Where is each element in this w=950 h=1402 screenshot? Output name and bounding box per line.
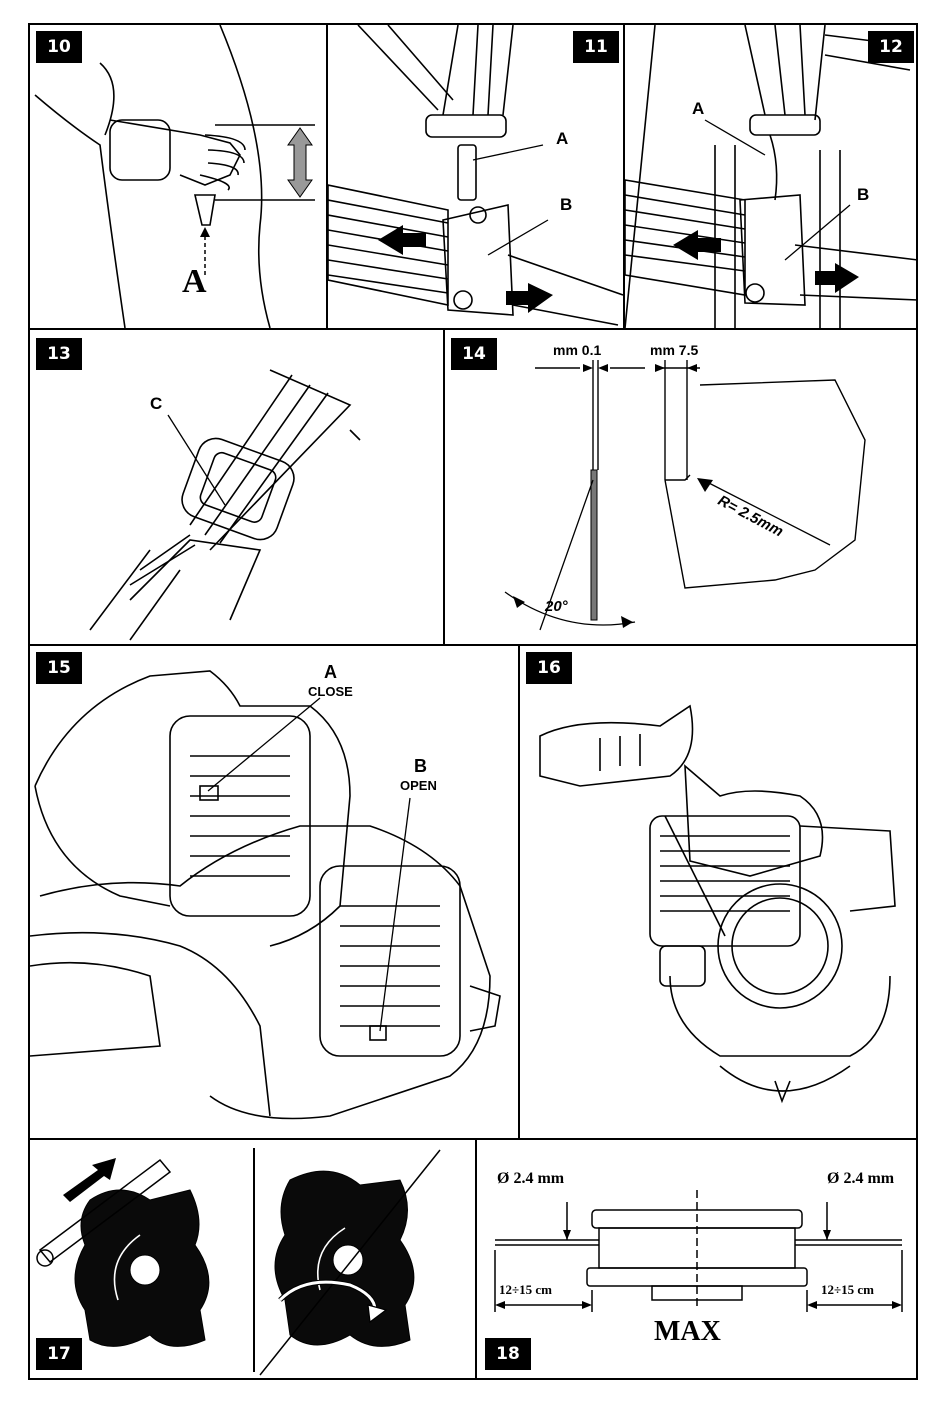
panel-11: 11 A B — [328, 25, 623, 328]
blade-sharpening-illustration — [30, 1140, 475, 1380]
label-c: C — [150, 394, 162, 414]
chain-sharpening-dimension-drawing — [445, 330, 918, 644]
line-diameter-right: Ø 2.4 mm — [827, 1170, 894, 1188]
label-a: A — [556, 129, 568, 149]
panel-number-18: 18 — [485, 1338, 531, 1370]
panel-number-12: 12 — [868, 31, 914, 63]
strap-buckle-illustration — [30, 330, 443, 644]
angle-label: 20° — [545, 598, 568, 615]
label-a: A — [324, 662, 337, 683]
engine-air-lever-illustration — [30, 646, 518, 1138]
panel-16: 16 — [520, 646, 918, 1138]
line-length-right: 12÷15 cm — [821, 1282, 874, 1298]
panel-15: 15 A CLOSE B OPEN — [30, 646, 518, 1138]
panel-13: 13 C — [30, 330, 443, 644]
panel-number-15: 15 — [36, 652, 82, 684]
max-label: MAX — [654, 1316, 721, 1348]
label-b: B — [560, 195, 572, 215]
dimension-depth: mm 7.5 — [650, 342, 698, 358]
label-a: A — [182, 263, 207, 301]
line-diameter-left: Ø 2.4 mm — [497, 1170, 564, 1188]
panel-12: 12 A B — [625, 25, 918, 328]
panel-10: 10 A — [30, 25, 326, 328]
label-close: CLOSE — [308, 684, 353, 699]
label-a: A — [692, 99, 704, 119]
panel-18: 18 Ø 2.4 mm Ø 2.4 mm 12÷15 cm — [477, 1140, 918, 1380]
line-length-left: 12÷15 cm — [499, 1282, 552, 1298]
carburetor-adjustment-illustration — [520, 646, 918, 1138]
label-open: OPEN — [400, 778, 437, 793]
panel-number-13: 13 — [36, 338, 82, 370]
label-b: B — [414, 756, 427, 777]
panel-17: 17 — [30, 1140, 475, 1380]
harness-hook-illustration — [328, 25, 623, 328]
panel-number-11: 11 — [573, 31, 619, 63]
panel-14: 14 mm 0.1 mm 7.5 R= 2.5mm 20° — [445, 330, 918, 644]
dimension-gap: mm 0.1 — [553, 342, 601, 358]
panel-number-10: 10 — [36, 31, 82, 63]
hip-height-illustration — [30, 25, 326, 328]
panel-number-14: 14 — [451, 338, 497, 370]
panel-number-16: 16 — [526, 652, 572, 684]
panel-number-17: 17 — [36, 1338, 82, 1370]
harness-hook-attached-illustration — [625, 25, 918, 328]
label-b: B — [857, 185, 869, 205]
